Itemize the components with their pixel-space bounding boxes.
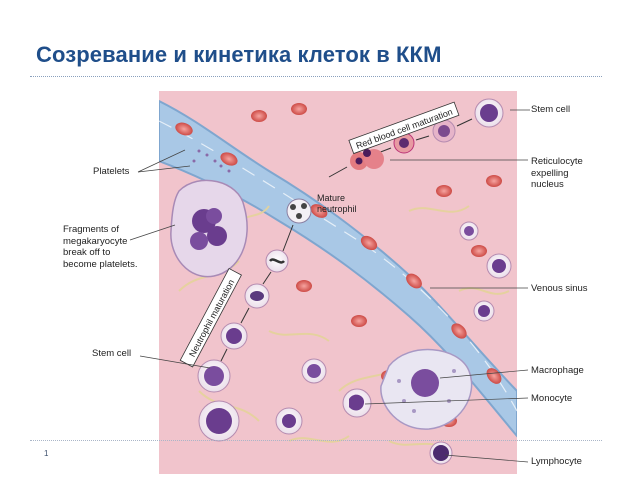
footer-divider — [30, 440, 602, 441]
stem-cell-lower — [198, 400, 240, 442]
mature-neutrophil-label: Mature neutrophil — [317, 193, 357, 214]
marrow-cells — [275, 221, 512, 435]
label-lymphocyte: Lymphocyte — [531, 456, 582, 467]
label-platelets: Platelets — [93, 166, 130, 177]
slide-number: 1 — [44, 449, 49, 458]
neutrophil-maturation-cells — [197, 249, 289, 393]
platelet-dots — [192, 149, 231, 173]
label-macrophage: Macrophage — [531, 365, 584, 376]
venous-sinus-vessel — [159, 99, 517, 438]
monocyte — [342, 388, 372, 418]
lymphocyte — [429, 441, 453, 465]
label-stem-cell-right: Stem cell — [531, 104, 571, 115]
label-venous-sinus: Venous sinus — [531, 283, 588, 294]
slide-title: Созревание и кинетика клеток в ККМ — [36, 42, 442, 67]
label-stem-cell-left: Stem cell — [92, 348, 132, 359]
illustration-svg: Mature neutrophil Red blood cell maturat… — [159, 91, 517, 474]
red-blood-cells-in-sinus — [175, 122, 502, 384]
title-divider — [30, 76, 602, 77]
mature-neutrophil — [286, 198, 312, 224]
label-fragments-of-megakaryocyte: Fragments of megakaryocyte break off to … — [63, 224, 138, 270]
label-reticulocyte: Reticulocyte expelling nucleus — [531, 156, 583, 190]
neutrophil-maturation-arrows — [220, 224, 294, 362]
bone-marrow-illustration: Mature neutrophil Red blood cell maturat… — [159, 91, 517, 474]
label-monocyte: Monocyte — [531, 393, 573, 404]
megakaryocyte — [170, 179, 248, 278]
reticulocyte — [363, 149, 384, 169]
macrophage — [380, 348, 473, 430]
